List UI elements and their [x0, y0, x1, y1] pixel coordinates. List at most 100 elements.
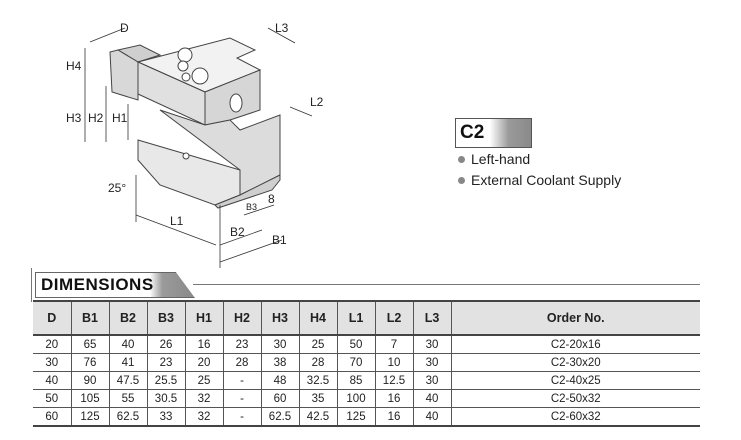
column-header: L1: [336, 300, 375, 336]
table-cell: 25: [184, 371, 223, 390]
table-cell: 62.5: [108, 407, 147, 427]
table-cell: -: [222, 389, 261, 408]
table-cell: 40: [412, 389, 451, 408]
label-B2: B2: [230, 225, 245, 239]
column-header: L2: [374, 300, 413, 336]
label-H2: H2: [88, 111, 104, 125]
table-cell: 40: [412, 407, 451, 427]
table-cell: 16: [374, 389, 413, 408]
table-cell: 23: [146, 353, 185, 372]
table-cell: 30: [33, 353, 71, 372]
column-header: L3: [412, 300, 451, 336]
table-cell: 60: [33, 407, 71, 427]
table-cell: 30.5: [146, 389, 185, 408]
label-H4: H4: [66, 59, 82, 73]
table-cell: 30: [412, 353, 451, 372]
label-B3: B3: [246, 202, 257, 212]
column-header: H3: [260, 300, 299, 336]
divider: [31, 268, 32, 302]
label-H3: H3: [66, 111, 82, 125]
table-cell: 16: [374, 407, 413, 427]
bullet-icon: [458, 155, 465, 163]
table-cell: -: [222, 407, 261, 427]
table-cell: 32: [184, 389, 223, 408]
table-cell: 25.5: [146, 371, 185, 390]
table-cell: 16: [184, 335, 223, 354]
table-cell: 20: [184, 353, 223, 372]
table-cell: 105: [70, 389, 109, 408]
table-cell: 23: [222, 335, 261, 354]
label-H1: H1: [112, 111, 128, 125]
table-cell: 32.5: [298, 371, 337, 390]
table-cell: 26: [146, 335, 185, 354]
table-cell: C2-60x32: [450, 407, 700, 427]
divider: [193, 284, 700, 285]
label-L3: L3: [275, 21, 289, 35]
table-cell: 32: [184, 407, 223, 427]
label-D: D: [120, 21, 129, 35]
table-cell: 50: [33, 389, 71, 408]
label-L1: L1: [170, 214, 184, 228]
table-cell: C2-50x32: [450, 389, 700, 408]
table-cell: -: [222, 371, 261, 390]
label-8: 8: [268, 192, 275, 206]
table-cell: 30: [260, 335, 299, 354]
column-header: B2: [108, 300, 147, 336]
table-cell: 12.5: [374, 371, 413, 390]
table-cell: 62.5: [260, 407, 299, 427]
table-cell: 40: [108, 335, 147, 354]
column-header: H2: [222, 300, 261, 336]
column-header: H1: [184, 300, 223, 336]
table-cell: 25: [298, 335, 337, 354]
table-cell: 50: [336, 335, 375, 354]
table-cell: C2-20x16: [450, 335, 700, 354]
table-cell: C2-40x25: [450, 371, 700, 390]
bullet-icon: [458, 176, 465, 184]
label-B1: B1: [272, 233, 287, 247]
feature-item: Left-hand: [458, 151, 530, 167]
table-cell: 10: [374, 353, 413, 372]
table-cell: 47.5: [108, 371, 147, 390]
table-cell: 125: [336, 407, 375, 427]
table-cell: 42.5: [298, 407, 337, 427]
table-cell: 85: [336, 371, 375, 390]
table-cell: 28: [222, 353, 261, 372]
table-cell: 48: [260, 371, 299, 390]
table-cell: 60: [260, 389, 299, 408]
column-header: Order No.: [450, 300, 700, 336]
table-cell: 90: [70, 371, 109, 390]
dimensions-heading: DIMENSIONS: [35, 272, 195, 298]
table-cell: 70: [336, 353, 375, 372]
table-cell: 76: [70, 353, 109, 372]
table-cell: 100: [336, 389, 375, 408]
table-cell: 30: [412, 371, 451, 390]
column-header: H4: [298, 300, 337, 336]
table-cell: 125: [70, 407, 109, 427]
tool-holder-drawing: D L3 H4 H3 H2 H1 L2 25° B3 8 L1 B2 B1: [66, 21, 324, 268]
table-cell: 7: [374, 335, 413, 354]
column-header: B3: [146, 300, 185, 336]
table-cell: 20: [33, 335, 71, 354]
table-cell: 41: [108, 353, 147, 372]
table-cell: 30: [412, 335, 451, 354]
table-cell: C2-30x20: [450, 353, 700, 372]
table-cell: 28: [298, 353, 337, 372]
table-cell: 40: [33, 371, 71, 390]
table-cell: 33: [146, 407, 185, 427]
label-angle: 25°: [108, 181, 126, 195]
product-code-badge: C2: [455, 118, 532, 148]
table-cell: 35: [298, 389, 337, 408]
column-header: B1: [70, 300, 109, 336]
table-cell: 65: [70, 335, 109, 354]
label-L2: L2: [310, 95, 324, 109]
feature-item: External Coolant Supply: [458, 172, 621, 188]
table-cell: 38: [260, 353, 299, 372]
